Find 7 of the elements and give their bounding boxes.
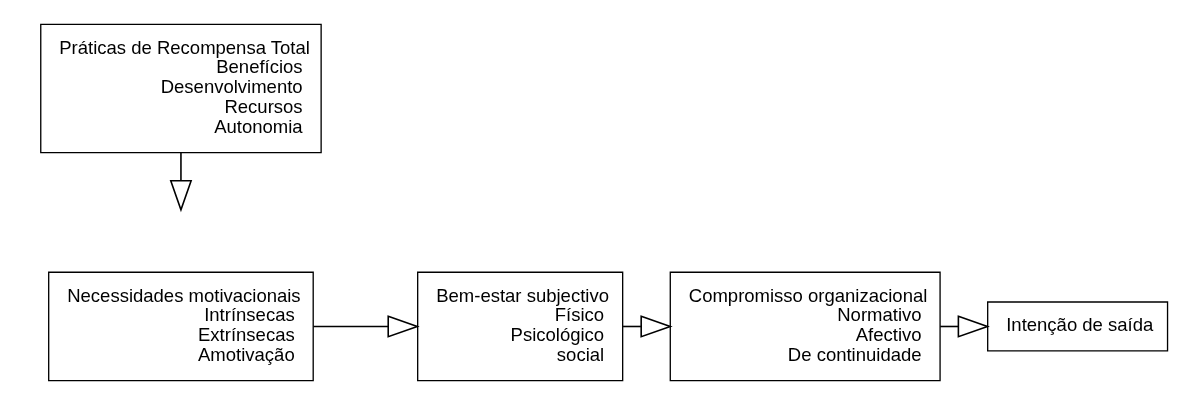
arrow xyxy=(169,152,193,213)
node-box: Bem-estar subjectivo Físico Psicológico social xyxy=(417,271,624,382)
node-box: Compromisso organizacional Normativo Afectivo De continuidade xyxy=(669,271,941,382)
node-box: Necessidades motivacionais Intrínsecas Extrínsecas Amotivação xyxy=(48,271,314,382)
arrow xyxy=(312,315,420,338)
node-box: Intenção de saída xyxy=(987,301,1169,352)
node-box: Práticas de Recompensa Total Benefícios Desenvolvimento Recursos Autonomia xyxy=(40,23,322,154)
